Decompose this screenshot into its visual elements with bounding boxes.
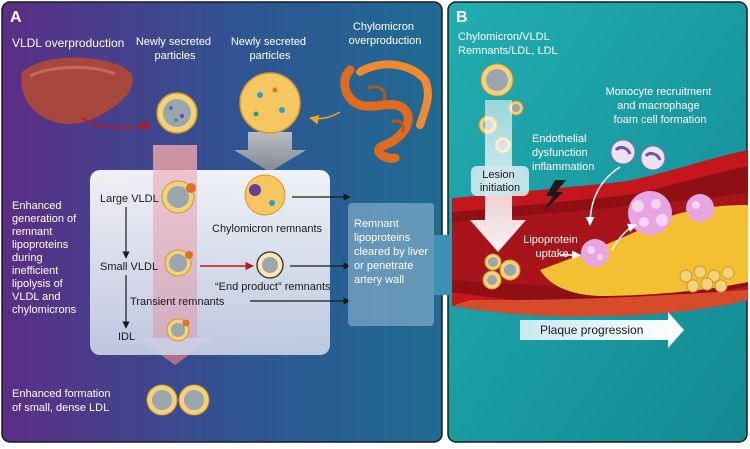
end-product-remnants-label: “End product” remnants	[215, 281, 331, 293]
large-vldl-particle-icon	[161, 180, 196, 214]
liver-icon	[21, 57, 133, 125]
intestine-icon	[340, 60, 432, 163]
newly-secreted-label-1: Newly secreted particles	[136, 36, 214, 62]
foam-cell-arrow	[611, 223, 637, 251]
lesion-initiation-box	[471, 166, 529, 196]
transient-remnants-label: Transient remnants	[130, 296, 225, 308]
end-product-remnant-particle-icon	[256, 251, 284, 279]
monocyte-icon	[610, 139, 666, 171]
chylomicron-remnant-particle-icon	[244, 174, 286, 216]
small-vldl-particle-icon	[164, 249, 193, 277]
remnant-cleared-label: Remnant lipoproteins cleared by liver or…	[354, 218, 431, 286]
newly-secreted-label-2: Newly secreted particles	[231, 36, 309, 62]
endothelial-dysfunction-label: Endothelial dysfunction inflammation	[532, 133, 594, 173]
monocyte-recruitment-label: Monocyte recruitment and macrophage foam…	[606, 86, 715, 126]
intestine-to-chylomicron-arrow	[309, 111, 341, 125]
lesion-initiation-label: Lesion initiation	[480, 169, 520, 194]
monocyte-recruitment-arrow	[585, 166, 621, 226]
panel-a-letter: A	[10, 9, 22, 26]
vldl-overproduction-label: VLDL overproduction	[12, 36, 124, 50]
panel-b-title: Chylomicron/VLDL Remnants/LDL, LDL	[458, 31, 558, 57]
lipoprotein-uptake-label: Lipoprotein uptake	[523, 234, 581, 260]
large-vldl-label: Large VLDL	[100, 193, 159, 205]
lipolysis-box	[90, 170, 330, 355]
small-vldl-label: Small VLDL	[100, 261, 158, 273]
lightning-icon	[543, 180, 566, 212]
small-dense-ldl-icon	[146, 384, 210, 416]
idl-particle-icon	[166, 318, 190, 342]
clearance-box	[348, 203, 434, 326]
chylomicron-particle-icon	[239, 72, 301, 134]
panel-b-letter: B	[456, 9, 468, 26]
foam-cell-icon	[581, 191, 714, 267]
vldl-particle-icon	[156, 92, 198, 134]
chylomicron-down-arrow	[234, 132, 306, 172]
enhanced-generation-label: Enhanced generation of remnant lipoprote…	[12, 200, 79, 316]
chylomicron-overproduction-label: Chylomicron overproduction	[349, 21, 422, 47]
plaque-progression-label: Plaque progression	[540, 323, 643, 337]
liver-to-vldl-arrow	[81, 117, 151, 132]
idl-label: IDL	[118, 331, 135, 343]
chylomicron-remnants-label: Chylomicron remnants	[212, 223, 323, 235]
enhanced-formation-label: Enhanced formation of small, dense LDL	[12, 388, 114, 414]
vessel-lipoprotein-icons	[482, 253, 735, 293]
plaque-progression-arrow	[520, 312, 684, 348]
